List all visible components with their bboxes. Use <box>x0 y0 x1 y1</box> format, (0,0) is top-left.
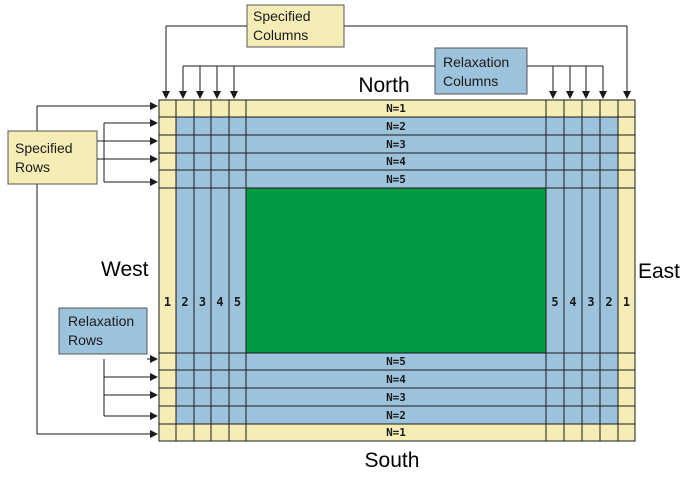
col-label-2-west: 2 <box>181 295 188 309</box>
col-label-5-west: 5 <box>234 295 241 309</box>
col-label-2-east: 2 <box>605 295 612 309</box>
grid-lines <box>159 100 635 441</box>
row-label-n2-south: N=2 <box>386 409 406 422</box>
row-label-n3-north: N=3 <box>386 138 406 151</box>
relaxation-rows-line2: Rows <box>68 332 103 348</box>
specified-rows-line2: Rows <box>15 159 50 175</box>
row-label-n3-south: N=3 <box>386 391 406 404</box>
east-column-labels: 5 4 3 2 1 <box>551 295 630 309</box>
relaxation-columns-line1: Relaxation <box>443 54 509 70</box>
relaxation-columns-line2: Columns <box>443 73 498 89</box>
relaxation-rows-line1: Relaxation <box>68 313 134 329</box>
specified-columns-line2: Columns <box>253 27 308 43</box>
relaxation-columns-callout: Relaxation Columns <box>434 47 528 95</box>
col-label-4-east: 4 <box>569 295 576 309</box>
row-label-n5-south: N=5 <box>386 355 406 368</box>
south-row-labels: N=5 N=4 N=3 N=2 N=1 <box>386 355 406 439</box>
relaxation-rows-connectors-north <box>97 119 158 186</box>
row-label-n5-north: N=5 <box>386 173 406 186</box>
south-label: South <box>365 449 420 472</box>
west-label: West <box>101 258 149 281</box>
row-label-n1-south: N=1 <box>386 426 406 439</box>
specified-rows-line1: Specified <box>15 140 73 156</box>
row-label-n2-north: N=2 <box>386 120 406 133</box>
west-column-labels: 1 2 3 4 5 <box>164 295 241 309</box>
north-label: North <box>358 74 409 97</box>
col-label-4-west: 4 <box>216 295 223 309</box>
north-row-labels: N=1 N=2 N=3 N=4 N=5 <box>386 102 406 186</box>
relaxation-rows-callout: Relaxation Rows <box>58 307 148 355</box>
interior-region <box>245 187 547 354</box>
row-label-n4-south: N=4 <box>386 373 406 386</box>
col-label-3-west: 3 <box>199 295 206 309</box>
col-label-5-east: 5 <box>551 295 558 309</box>
col-label-1-east: 1 <box>623 295 630 309</box>
col-label-3-east: 3 <box>587 295 594 309</box>
col-label-1-west: 1 <box>164 295 171 309</box>
east-label: East <box>638 260 680 283</box>
relaxation-rows-connectors-south <box>103 355 158 420</box>
specified-columns-line1: Specified <box>253 8 311 24</box>
specified-columns-callout: Specified Columns <box>246 4 345 48</box>
row-label-n1-north: N=1 <box>386 102 406 115</box>
row-label-n4-north: N=4 <box>386 155 406 168</box>
specified-columns-connectors <box>162 25 631 99</box>
specified-rows-callout: Specified Rows <box>7 130 98 185</box>
relaxation-columns-connectors <box>179 65 607 99</box>
